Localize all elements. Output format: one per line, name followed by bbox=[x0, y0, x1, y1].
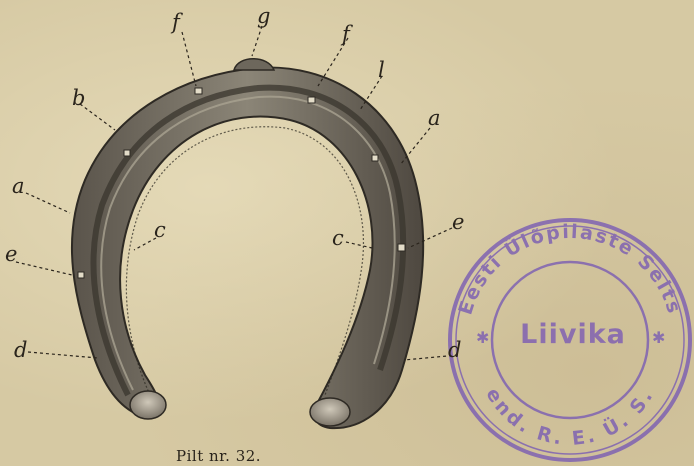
label-a-right: a bbox=[428, 108, 441, 129]
nail-hole bbox=[372, 155, 378, 161]
label-e-left: e bbox=[5, 244, 17, 265]
inner-edge-hatch bbox=[126, 127, 363, 395]
stamp-ring-text: Eesti Ülõpilaste Selts bbox=[454, 221, 685, 318]
label-e-right: e bbox=[452, 212, 464, 233]
stamp-center-text: Liivika bbox=[503, 319, 643, 350]
label-a-left: a bbox=[12, 176, 25, 197]
label-g: g bbox=[257, 6, 270, 27]
figure-caption: Pilt nr. 32. bbox=[176, 447, 261, 465]
nail-hole bbox=[195, 88, 202, 94]
label-f-right: f bbox=[342, 24, 350, 45]
left-heel bbox=[130, 391, 166, 419]
label-l: l bbox=[378, 60, 385, 81]
nail-hole bbox=[124, 150, 130, 156]
right-heel bbox=[310, 398, 350, 426]
nail-hole bbox=[398, 244, 405, 251]
label-f-left: f bbox=[172, 12, 180, 33]
label-c-right: c bbox=[332, 228, 344, 249]
label-b: b bbox=[72, 88, 85, 109]
stamp-star-icon: ✱ bbox=[476, 328, 489, 347]
label-c-left: c bbox=[154, 220, 166, 241]
nail-hole bbox=[308, 97, 315, 103]
nail-hole bbox=[78, 272, 84, 278]
toe-clip bbox=[234, 59, 274, 70]
label-d-left: d bbox=[14, 340, 27, 361]
stamp-star-icon: ✱ bbox=[652, 328, 665, 347]
label-d-right: d bbox=[448, 340, 461, 361]
